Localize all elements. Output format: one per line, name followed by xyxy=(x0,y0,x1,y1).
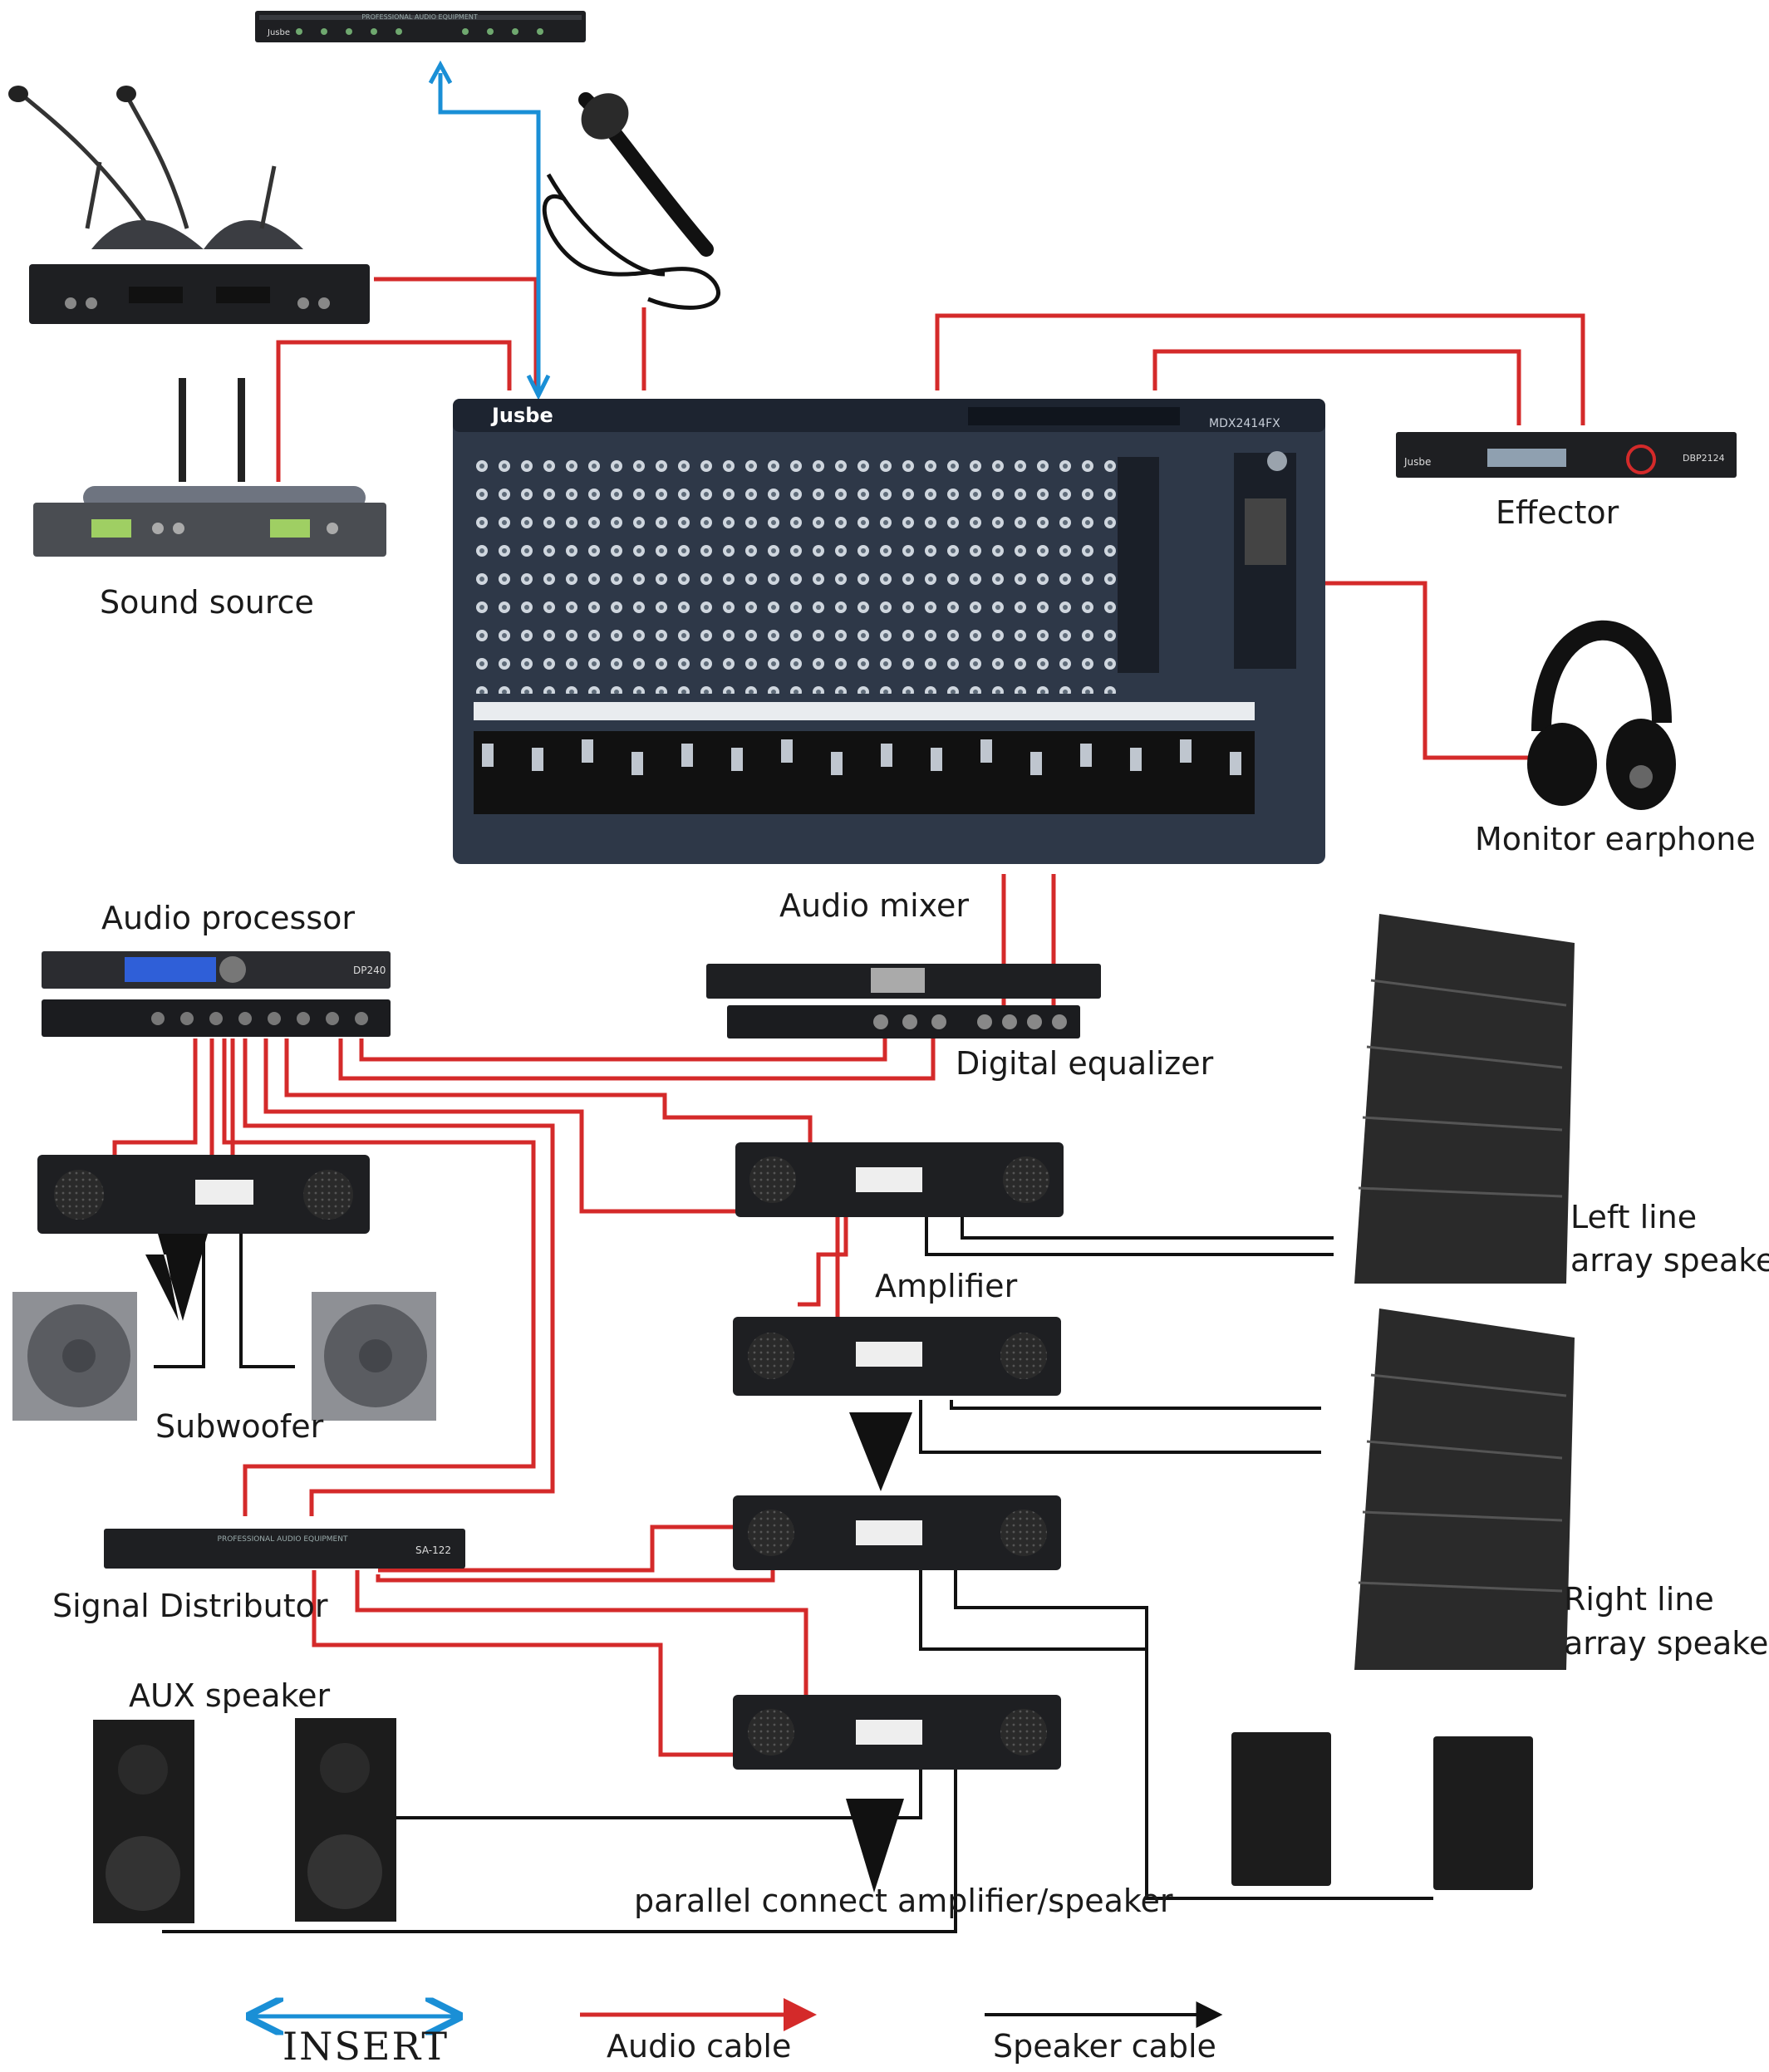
amplifier-2 xyxy=(733,1317,1061,1396)
down-arrow-aux xyxy=(846,1799,904,1893)
right-line-array-speaker xyxy=(1354,1309,1575,1670)
aux-speaker-right xyxy=(295,1718,396,1922)
processor-model: DP240 xyxy=(353,965,386,976)
insert-arrowhead-top xyxy=(428,60,453,85)
legend-insert-label: INSERT xyxy=(283,2024,450,2069)
down-arrow-subwoofer xyxy=(145,1234,208,1321)
label-signal-distributor: Signal Distributor xyxy=(52,1588,328,1624)
label-right-line-array-line1: Right line xyxy=(1564,1581,1714,1618)
label-sound-source: Sound source xyxy=(100,584,314,621)
audio-mixer-device: Jusbe MDX2414FX xyxy=(453,399,1325,864)
amplifier-subwoofer xyxy=(37,1155,370,1234)
label-subwoofer: Subwoofer xyxy=(155,1408,324,1445)
subwoofer-left xyxy=(12,1292,137,1421)
subwoofer-right xyxy=(312,1292,436,1421)
insert-rack-unit: PROFESSIONAL AUDIO EQUIPMENT Jusbe xyxy=(255,11,586,42)
label-left-line-array-line1: Left line xyxy=(1570,1199,1698,1235)
digital-equalizer-device xyxy=(706,964,1101,1038)
amplifier-3 xyxy=(733,1495,1061,1570)
label-monitor-earphone: Monitor earphone xyxy=(1475,821,1756,857)
label-audio-processor: Audio processor xyxy=(101,900,355,936)
speaker-cables xyxy=(154,1217,1433,1933)
mixer-brand: Jusbe xyxy=(490,404,553,427)
label-right-line-array-line2: array speaker xyxy=(1564,1625,1769,1662)
insert-rack-brand: Jusbe xyxy=(267,28,290,37)
signal-distributor-device: PROFESSIONAL AUDIO EQUIPMENT SA-122 xyxy=(104,1529,465,1569)
label-effector: Effector xyxy=(1496,494,1619,531)
label-digital-equalizer: Digital equalizer xyxy=(956,1045,1214,1082)
aux-speaker-left xyxy=(93,1720,194,1923)
distributor-model: SA-122 xyxy=(415,1544,451,1556)
parallel-arrows xyxy=(145,1234,912,1893)
small-speaker-left xyxy=(1231,1732,1331,1886)
amplifier-4 xyxy=(733,1695,1061,1770)
conference-microphones xyxy=(8,86,370,324)
insert-rack-header: PROFESSIONAL AUDIO EQUIPMENT xyxy=(361,13,478,21)
wired-microphone xyxy=(542,92,720,310)
legend-audio-cable-label: Audio cable xyxy=(607,2028,792,2065)
label-audio-mixer: Audio mixer xyxy=(779,887,969,924)
monitor-headphones xyxy=(1527,620,1676,810)
insert-arrowhead-mixer xyxy=(526,374,551,400)
legend-speaker-cable-label: Speaker cable xyxy=(993,2028,1216,2065)
amplifier-1 xyxy=(735,1142,1064,1217)
legend xyxy=(253,2015,1223,2016)
effector-brand: Jusbe xyxy=(1403,456,1431,468)
label-aux-speaker: AUX speaker xyxy=(129,1677,331,1714)
small-speaker-right xyxy=(1433,1736,1533,1890)
audio-processor-device: DP240 xyxy=(42,951,391,1037)
label-amplifier: Amplifier xyxy=(875,1268,1018,1304)
effector-device: Jusbe DBP2124 xyxy=(1396,432,1737,478)
mixer-model: MDX2414FX xyxy=(1209,417,1280,430)
down-arrow-amplifier xyxy=(849,1412,912,1491)
insert-cable xyxy=(438,73,541,392)
effector-model: DBP2124 xyxy=(1683,453,1725,464)
label-parallel-connect: parallel connect amplifier/speaker xyxy=(634,1883,1173,1919)
label-left-line-array-line2: array speaker xyxy=(1570,1242,1769,1279)
wireless-receiver xyxy=(33,378,386,557)
left-line-array-speaker xyxy=(1354,914,1575,1284)
distributor-header: PROFESSIONAL AUDIO EQUIPMENT xyxy=(218,1535,348,1544)
